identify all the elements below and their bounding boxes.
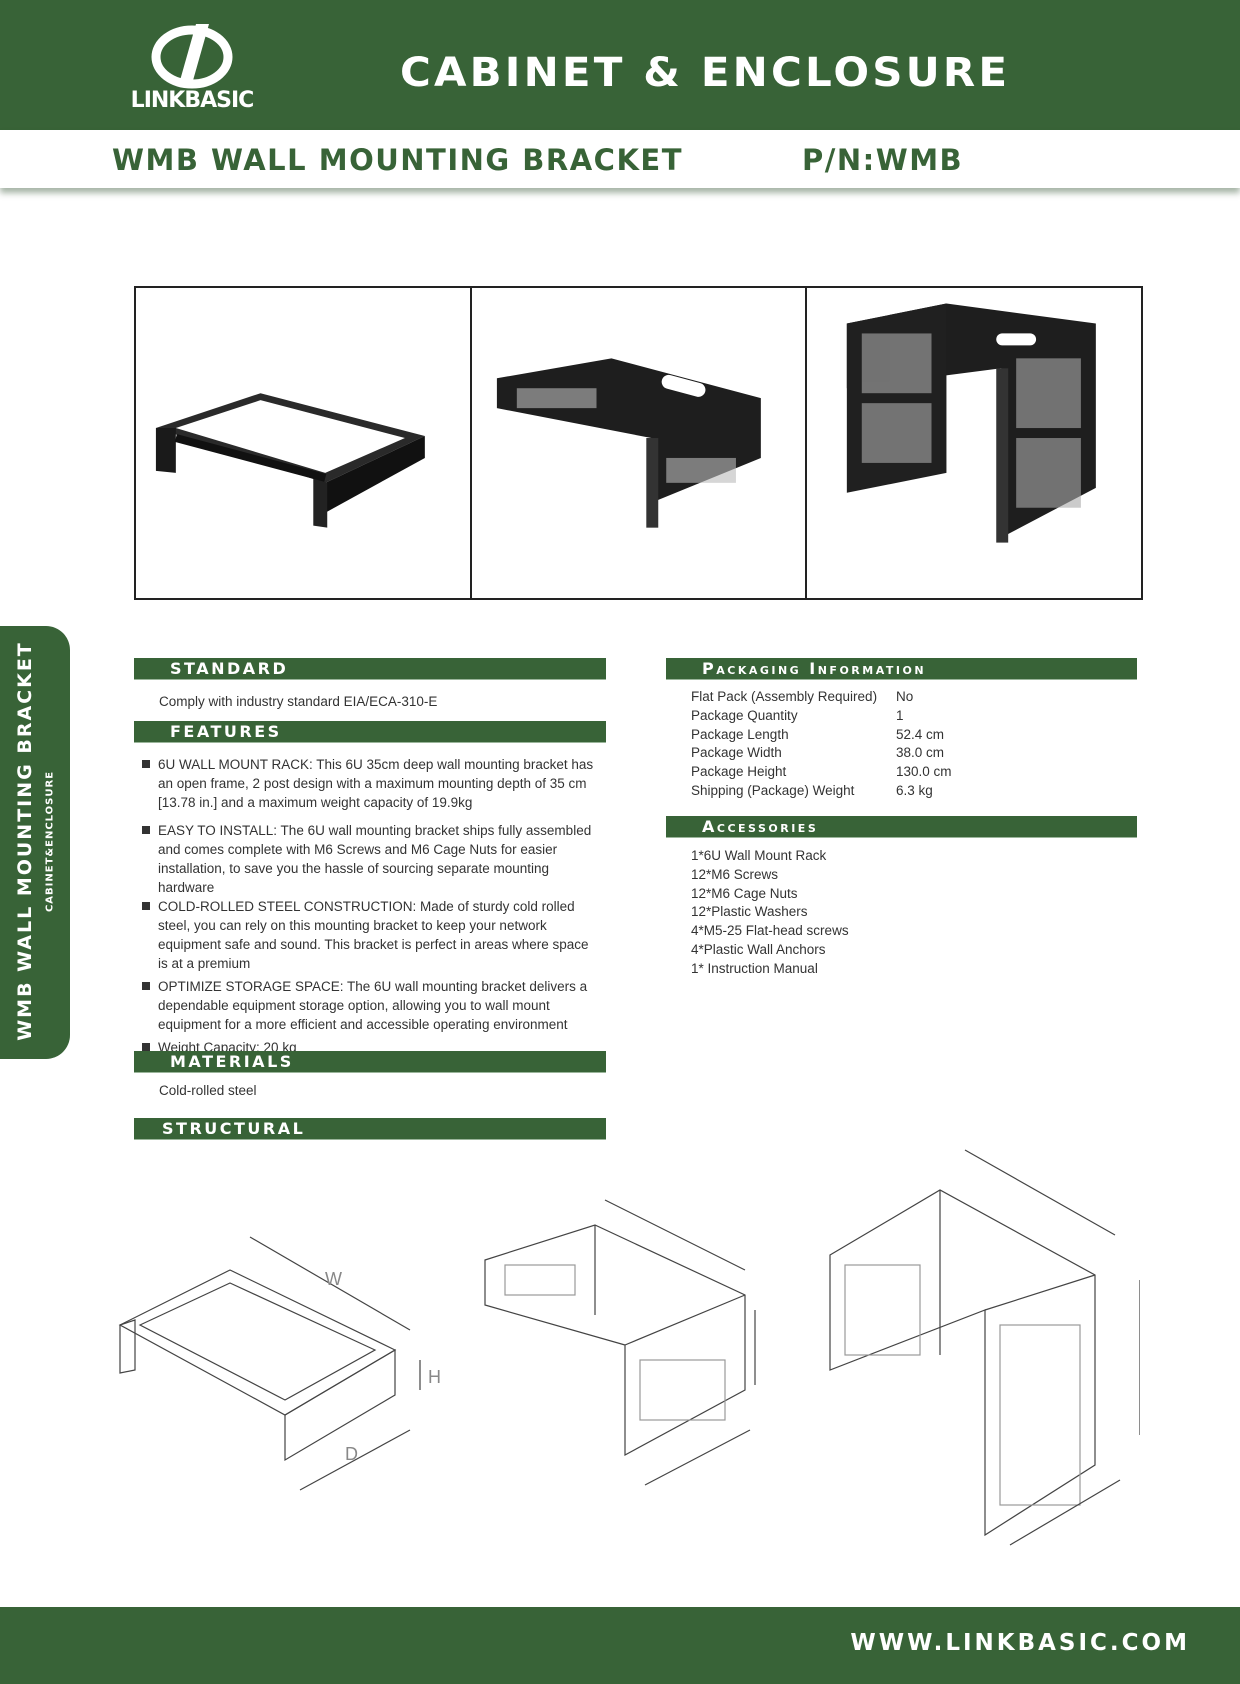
side-tab (0, 626, 70, 1059)
packaging-label: Flat Pack (Assembly Required) (691, 689, 878, 704)
packaging-row: Flat Pack (Assembly Required) No (691, 687, 952, 706)
feature-item: OPTIMIZE STORAGE SPACE: The 6U wall moun… (140, 977, 600, 1034)
standard-text: Comply with industry standard EIA/ECA-31… (159, 694, 438, 709)
header-banner (0, 0, 1240, 130)
feature-item: 6U WALL MOUNT RACK: This 6U 35cm deep wa… (140, 755, 600, 812)
accessories-list: 1*6U Wall Mount Rack 12*M6 Screws 12*M6 … (691, 846, 849, 978)
features-heading: FEATURES (134, 721, 606, 743)
packaging-label: Shipping (Package) Weight (691, 782, 855, 798)
accessory-item: 1* Instruction Manual (691, 960, 818, 976)
website-link[interactable]: WWW.LINKBASIC.COM (850, 1630, 1190, 1656)
packaging-value: 6.3 kg (896, 782, 933, 798)
drawing-open-frame: W H D (118, 1236, 441, 1491)
structural-drawings: W H D (118, 1149, 1140, 1546)
footer-banner (0, 1607, 1240, 1684)
packaging-value: 38.0 cm (896, 745, 945, 761)
packaging-table: Flat Pack (Assembly Required) No Package … (691, 687, 952, 800)
accessory-item: 12*Plastic Washers (691, 904, 808, 920)
packaging-row: Shipping (Package) Weight 6.3 kg (691, 781, 952, 800)
accessory-item: 4*Plastic Wall Anchors (691, 941, 826, 957)
materials-text: Cold-rolled steel (159, 1083, 257, 1098)
accessory-item: 12*M6 Screws (691, 866, 779, 882)
dim-label-w: W (325, 1269, 342, 1289)
brand-name: LINKBASIC (130, 88, 255, 113)
packaging-row: Package Height 130.0 cm (691, 762, 952, 781)
bullet-icon (142, 1043, 150, 1051)
feature-text: EASY TO INSTALL: The 6U wall mounting br… (158, 823, 592, 895)
linkbasic-logo (151, 24, 233, 89)
packaging-value: 1 (896, 707, 904, 723)
packaging-row: Package Quantity 1 (691, 706, 952, 725)
packaging-label: Package Height (691, 764, 787, 780)
packaging-row: Package Width 38.0 cm (691, 743, 952, 762)
dim-label-h: H (428, 1367, 441, 1387)
feature-text: COLD-ROLLED STEEL CONSTRUCTION: Made of … (158, 899, 589, 971)
bullet-icon (142, 826, 150, 834)
features-list: 6U WALL MOUNT RACK: This 6U 35cm deep wa… (140, 755, 600, 1063)
bullet-icon (142, 982, 150, 990)
accessory-item: 12*M6 Cage Nuts (691, 885, 798, 901)
accessory-item: 4*M5-25 Flat-head screws (691, 923, 849, 939)
product-title: WMB WALL MOUNTING BRACKET (112, 143, 684, 177)
accessory-item: 1*6U Wall Mount Rack (691, 848, 827, 863)
materials-heading: MATERIALS (134, 1051, 606, 1073)
structural-heading: STRUCTURAL (134, 1118, 606, 1140)
packaging-row: Package Length 52.4 cm (691, 725, 952, 744)
photo-tall-bracket (807, 288, 1141, 598)
feature-item: COLD-ROLLED STEEL CONSTRUCTION: Made of … (140, 897, 600, 973)
bullet-icon (142, 902, 150, 910)
product-photos (134, 286, 1143, 600)
feature-text: 6U WALL MOUNT RACK: This 6U 35cm deep wa… (158, 757, 594, 810)
photo-open-frame (136, 288, 472, 598)
packaging-value: No (896, 689, 914, 704)
side-tab-title: WMB WALL MOUNTING BRACKET (14, 641, 36, 1041)
photo-vented-bracket (472, 288, 808, 598)
packaging-heading: Packaging Information (666, 658, 1137, 680)
packaging-value: 130.0 cm (896, 764, 952, 780)
standard-heading: STANDARD (134, 658, 606, 680)
feature-text: OPTIMIZE STORAGE SPACE: The 6U wall moun… (158, 979, 588, 1032)
drawing-tall-bracket (829, 1149, 1140, 1546)
bullet-icon (142, 760, 150, 768)
packaging-value: 52.4 cm (896, 726, 945, 742)
dim-label-d: D (345, 1444, 358, 1464)
product-title-band (0, 130, 1240, 188)
packaging-label: Package Width (691, 745, 782, 761)
part-number: P/N:WMB (802, 143, 964, 177)
packaging-label: Package Length (691, 726, 789, 742)
side-tab-subtitle: CABINET&ENCLOSURE (44, 770, 56, 913)
accessories-heading: Accessories (666, 816, 1137, 838)
page-title: CABINET & ENCLOSURE (400, 50, 1011, 96)
packaging-label: Package Quantity (691, 707, 798, 723)
drawing-vented-bracket (484, 1199, 756, 1486)
feature-item: EASY TO INSTALL: The 6U wall mounting br… (140, 821, 600, 897)
